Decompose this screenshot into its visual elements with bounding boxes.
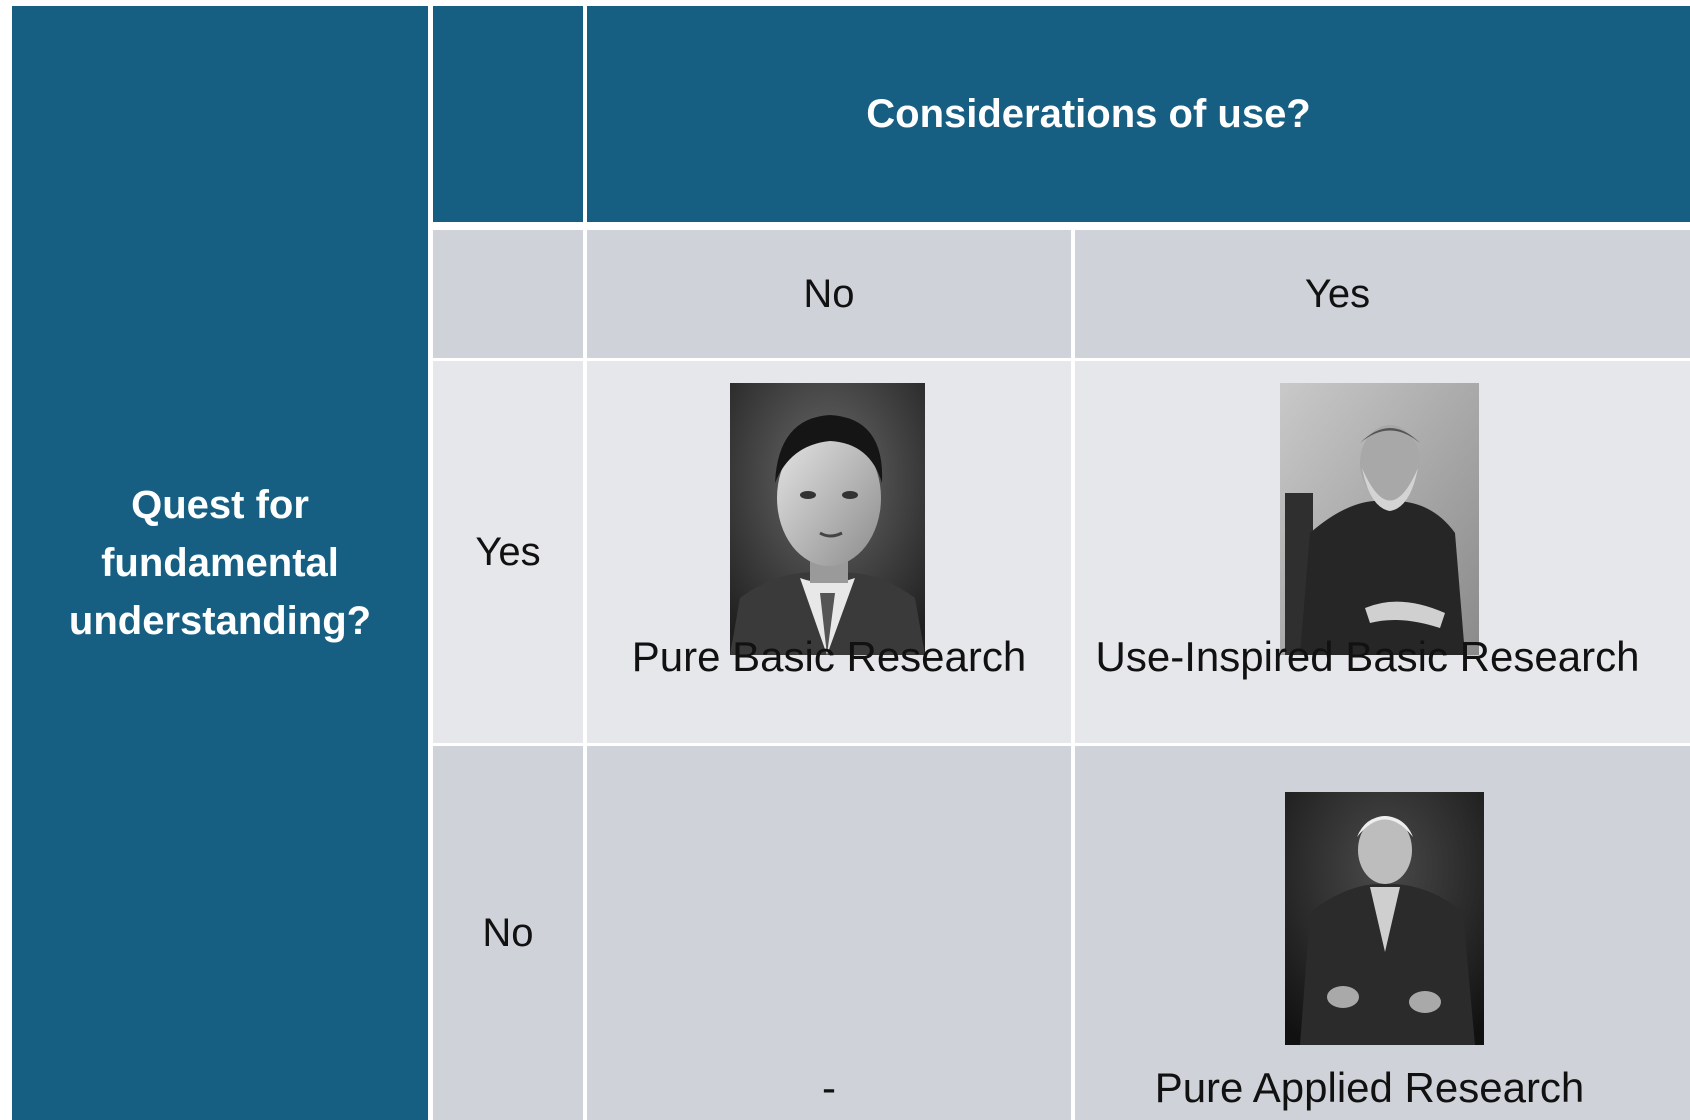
portrait-photo-bohr	[730, 383, 925, 655]
portrait-edison-image	[1285, 792, 1484, 1045]
portrait-photo-pasteur	[1280, 383, 1479, 655]
row-no-label: No	[482, 910, 534, 955]
column-axis-header: Considerations of use?	[587, 6, 1690, 222]
column-axis-title: Considerations of use?	[866, 91, 1311, 136]
column-no-label: No	[803, 271, 855, 316]
row-axis-header: Quest for fundamental understanding?	[12, 6, 428, 1120]
quadrant-use-inspired: Use-Inspired Basic Research	[1075, 361, 1690, 743]
row-yes-header: Yes	[433, 361, 583, 743]
row-axis-line-1: Quest for	[131, 483, 309, 527]
column-yes-label: Yes	[1304, 271, 1371, 316]
quadrant-pure-applied: Pure Applied Research	[1075, 746, 1690, 1120]
corner-subheader-cell	[433, 230, 583, 358]
portrait-bohr-image	[730, 383, 925, 655]
quadrant-empty: -	[587, 746, 1071, 1120]
row-no-header: No	[433, 746, 583, 1120]
portrait-photo-edison	[1285, 792, 1484, 1045]
column-no-header: No	[587, 230, 1071, 358]
row-axis-line-2: fundamental	[101, 541, 339, 585]
portrait-pasteur-image	[1280, 383, 1479, 655]
row-axis-line-3: understanding?	[68, 599, 372, 643]
row-axis-title: Quest for fundamental understanding?	[40, 476, 400, 650]
row-yes-label: Yes	[475, 529, 541, 574]
corner-header-cell	[433, 6, 583, 222]
quadrant-use-inspired-label: Use-Inspired Basic Research	[1095, 633, 1640, 680]
quadrant-empty-label: -	[822, 1064, 836, 1111]
quadrant-pure-basic: Pure Basic Research	[587, 361, 1071, 743]
quadrant-pure-applied-label: Pure Applied Research	[1154, 1064, 1585, 1111]
quadrant-pure-basic-label: Pure Basic Research	[631, 633, 1027, 680]
column-yes-header: Yes	[1075, 230, 1690, 358]
